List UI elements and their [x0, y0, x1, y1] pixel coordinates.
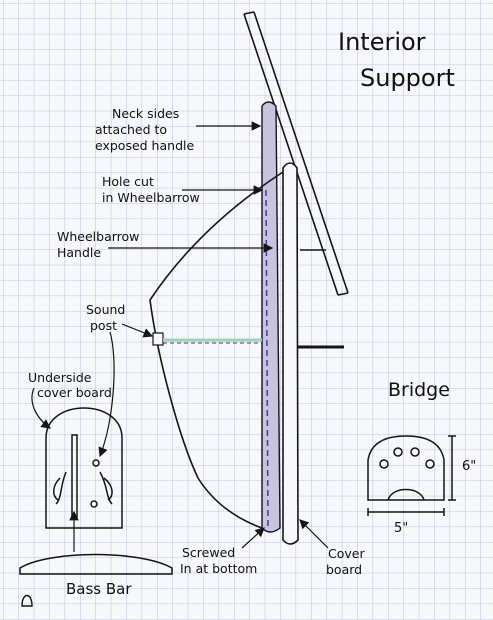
- hole-cut-label-1: Hole cut: [102, 174, 154, 189]
- bridge-width-label: 5": [394, 521, 408, 536]
- screwed-arrow: [241, 527, 265, 549]
- bridge-label: Bridge: [388, 379, 450, 401]
- sound-post-label-1: Sound: [86, 302, 125, 317]
- title-line-2: Support: [360, 64, 455, 92]
- neck-sides-label-2: attached to: [95, 122, 167, 137]
- underside-cover-board-label-1: Underside: [28, 370, 92, 385]
- bass-bar-end-view: [21, 594, 33, 607]
- screwed-label-1: Screwed: [182, 545, 235, 560]
- sound-post-to-board-arrow: [98, 331, 115, 458]
- wheelbarrow-handle-label-2: Handle: [57, 245, 101, 260]
- sound-post: [152, 332, 262, 346]
- sound-post-arrow: [121, 323, 154, 338]
- underside-cover-board-arrow: [31, 387, 51, 429]
- cover-board-arrow: [299, 519, 329, 549]
- sound-post-label-2: post: [90, 318, 117, 333]
- hole-cut-label-2: in Wheelbarrow: [102, 190, 200, 205]
- bass-bar-shape: [19, 553, 173, 575]
- neck-side-piece: [261, 101, 281, 533]
- cover-board-label-1: Cover: [328, 546, 365, 561]
- bridge-height-label: 6": [462, 459, 476, 474]
- hole-cut-dashed-line: [265, 189, 269, 529]
- bass-bar-label: Bass Bar: [66, 580, 132, 598]
- cover-board-label-2: board: [326, 562, 362, 577]
- title-line-1: Interior: [338, 28, 426, 56]
- neck-sides-label-3: exposed handle: [95, 138, 194, 153]
- wheelbarrow-handle-label-1: Wheelbarrow: [57, 229, 139, 244]
- bridge-drawing: [367, 435, 456, 516]
- wheelbarrow-handle: [243, 11, 349, 296]
- neck-sides-label-1: Neck sides: [112, 106, 179, 121]
- screwed-label-2: In at bottom: [180, 561, 257, 576]
- cover-board: [282, 162, 299, 545]
- wheelbarrow-body-outline: [149, 171, 284, 529]
- underside-cover-board-label-2: cover board: [37, 385, 112, 400]
